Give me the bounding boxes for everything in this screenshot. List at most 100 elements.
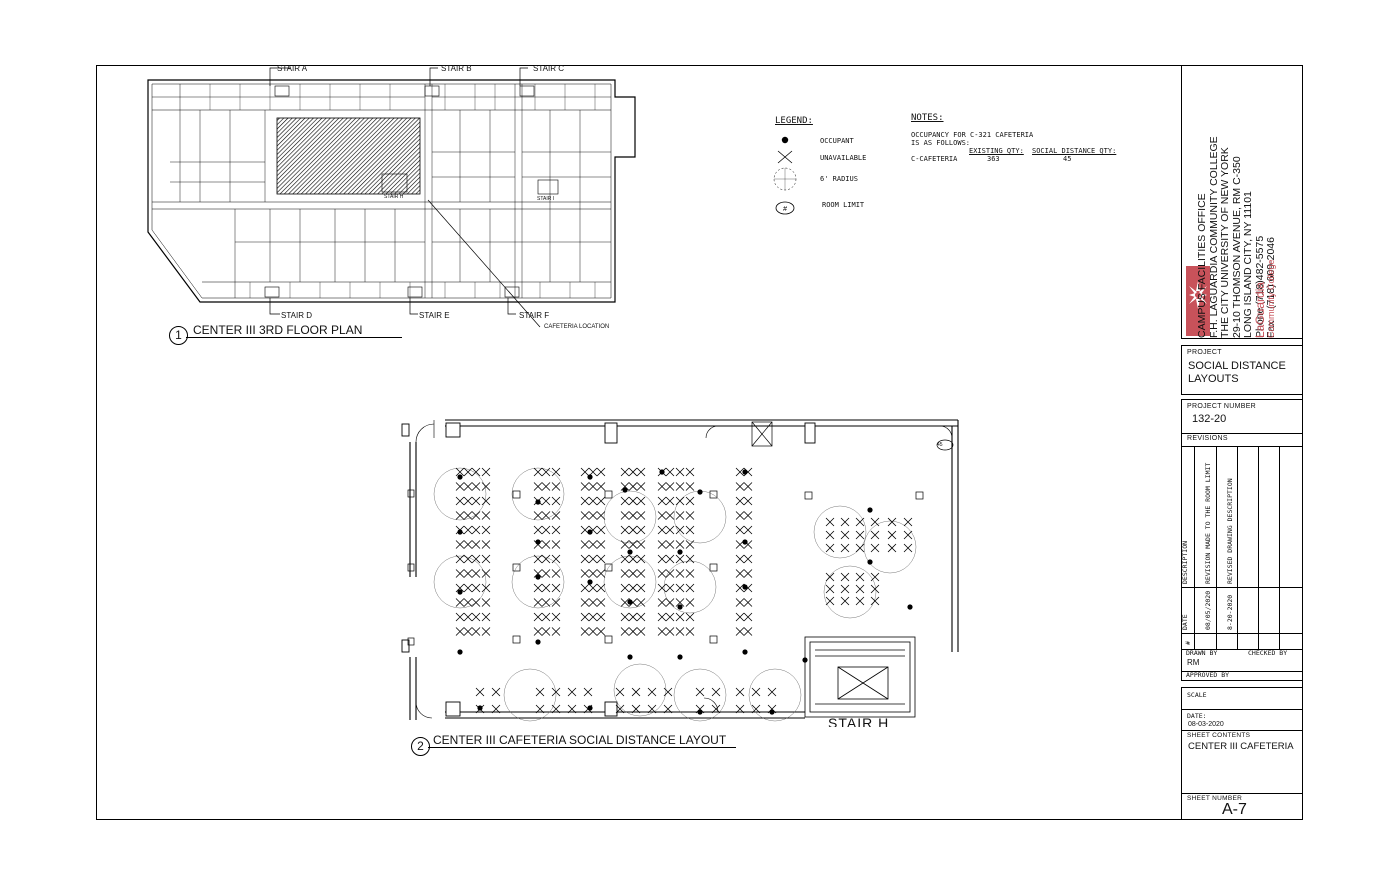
unavailable-seat-mark bbox=[471, 554, 481, 564]
unavailable-seat-mark bbox=[620, 467, 630, 477]
unavailable-seat-mark bbox=[620, 569, 630, 578]
unavailable-seat-mark bbox=[596, 554, 606, 564]
occupant-mark bbox=[477, 705, 483, 711]
unavailable-seat-mark bbox=[620, 482, 630, 491]
unavailable-seat-mark bbox=[533, 583, 543, 593]
legend-heading: LEGEND: bbox=[775, 116, 813, 126]
unavailable-seat-mark bbox=[636, 482, 646, 491]
unavailable-seat-mark bbox=[685, 467, 695, 477]
unavailable-seat-mark bbox=[903, 530, 913, 540]
unavailable-seat-mark bbox=[631, 687, 641, 697]
unavailable-seat-mark bbox=[657, 598, 667, 607]
unavailable-seat-mark bbox=[596, 583, 606, 593]
cafeteria-location-callout: CAFETERIA LOCATION bbox=[544, 324, 610, 330]
unavailable-seat-mark bbox=[628, 511, 638, 520]
unavailable-seat-mark bbox=[463, 583, 473, 593]
unavailable-seat-mark bbox=[887, 517, 897, 527]
x-mark-icon bbox=[777, 150, 793, 164]
occupant-mark bbox=[697, 709, 703, 715]
unavailable-seat-mark bbox=[870, 572, 880, 582]
unavailable-seat-mark bbox=[825, 584, 835, 594]
unavailable-seat-mark bbox=[471, 627, 481, 636]
distance-radius-circle bbox=[511, 555, 565, 609]
unavailable-seat-mark bbox=[551, 540, 561, 549]
unavailable-seat-mark bbox=[455, 540, 465, 549]
unavailable-seat-mark bbox=[636, 511, 646, 520]
unavailable-seat-mark bbox=[657, 511, 667, 520]
unavailable-seat-mark bbox=[533, 467, 543, 477]
unavailable-seat-mark bbox=[481, 583, 491, 593]
unavailable-seat-mark bbox=[743, 554, 753, 564]
unavailable-seat-mark bbox=[636, 467, 646, 477]
unavailable-seat-mark bbox=[580, 496, 590, 506]
notes-row-name: C-CAFETERIA bbox=[911, 155, 958, 163]
unavailable-seat-mark bbox=[855, 572, 865, 582]
unavailable-seat-mark bbox=[580, 627, 590, 636]
unavailable-seat-mark bbox=[596, 569, 606, 578]
notes-line-2: IS AS FOLLOWS: bbox=[911, 139, 971, 147]
unavailable-seat-mark bbox=[455, 511, 465, 520]
unavailable-seat-mark bbox=[675, 511, 685, 520]
occupant-mark bbox=[677, 549, 683, 555]
unavailable-seat-mark bbox=[588, 598, 598, 607]
unavailable-seat-mark bbox=[455, 482, 465, 491]
unavailable-seat-mark bbox=[685, 583, 695, 593]
unavailable-seat-mark bbox=[551, 583, 561, 593]
unavailable-seat-mark bbox=[628, 467, 638, 477]
occupant-mark bbox=[659, 469, 665, 475]
stair-i-label: STAIR I bbox=[537, 196, 555, 202]
revision-1-description: REVISION MADE TO THE ROOM LIMIT bbox=[1204, 462, 1212, 584]
unavailable-seat-mark bbox=[675, 467, 685, 477]
unavailable-seat-mark bbox=[481, 612, 491, 622]
unavailable-seat-mark bbox=[665, 612, 675, 622]
unavailable-seat-mark bbox=[588, 554, 598, 564]
unavailable-seat-mark bbox=[665, 525, 675, 535]
distance-radius-circle bbox=[433, 555, 487, 609]
unavailable-seat-mark bbox=[471, 598, 481, 607]
unavailable-seat-mark bbox=[533, 627, 543, 636]
project-name-2: LAYOUTS bbox=[1188, 373, 1239, 385]
distance-radius-circle bbox=[511, 467, 565, 521]
unavailable-seat-mark bbox=[840, 572, 850, 582]
unavailable-seat-mark bbox=[596, 467, 606, 477]
unavailable-seat-mark bbox=[767, 687, 777, 697]
occupant-mark bbox=[535, 639, 541, 645]
logo-subtitle: Community College bbox=[1266, 259, 1276, 338]
checked-by-label: CHECKED BY bbox=[1248, 649, 1288, 657]
unavailable-seat-mark bbox=[628, 496, 638, 506]
unavailable-seat-mark bbox=[636, 569, 646, 578]
unavailable-seat-mark bbox=[463, 525, 473, 535]
distance-radius-circle bbox=[503, 668, 557, 722]
unavailable-seat-mark bbox=[657, 583, 667, 593]
unavailable-seat-mark bbox=[855, 543, 865, 553]
unavailable-seat-mark bbox=[735, 554, 745, 564]
unavailable-seat-mark bbox=[455, 612, 465, 622]
unavailable-seat-mark bbox=[481, 482, 491, 491]
unavailable-seat-mark bbox=[657, 627, 667, 636]
room-limit-tag bbox=[936, 439, 954, 451]
unavailable-seat-mark bbox=[695, 687, 705, 697]
unavailable-seat-mark bbox=[463, 482, 473, 491]
unavailable-seat-mark bbox=[665, 540, 675, 549]
occupant-mark bbox=[587, 474, 593, 480]
logo-name: LaGuardia bbox=[1253, 281, 1267, 338]
unavailable-seat-mark bbox=[471, 496, 481, 506]
distance-radius-circle bbox=[603, 490, 657, 544]
unavailable-seat-mark bbox=[533, 482, 543, 491]
distance-radius-circle bbox=[813, 505, 867, 559]
notes-existing-header: EXISTING QTY: bbox=[969, 147, 1024, 155]
unavailable-seat-mark bbox=[735, 687, 745, 697]
unavailable-seat-mark bbox=[685, 612, 695, 622]
unavailable-seat-mark bbox=[636, 627, 646, 636]
unavailable-seat-mark bbox=[541, 525, 551, 535]
office-name: CAMPUS FACILITIES OFFICE bbox=[1196, 193, 1208, 338]
unavailable-seat-mark bbox=[675, 525, 685, 535]
unavailable-seat-mark bbox=[825, 517, 835, 527]
unavailable-seat-mark bbox=[580, 569, 590, 578]
unavailable-seat-mark bbox=[647, 687, 657, 697]
unavailable-seat-mark bbox=[588, 496, 598, 506]
unavailable-seat-mark bbox=[685, 554, 695, 564]
stair-h-partial-label: STAIR H bbox=[828, 715, 890, 727]
unavailable-seat-mark bbox=[735, 598, 745, 607]
unavailable-seat-mark bbox=[675, 569, 685, 578]
